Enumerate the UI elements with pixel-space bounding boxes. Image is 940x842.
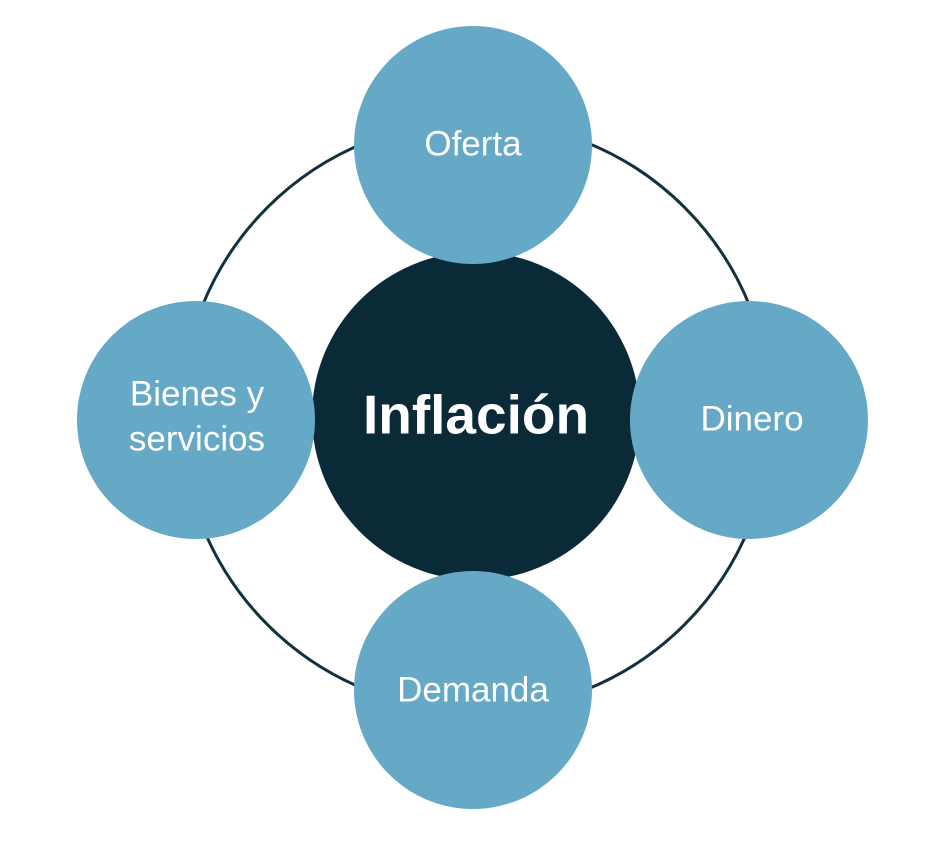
satellite-node-demanda[interactable]: Demanda — [354, 571, 592, 809]
satellite-circle-demanda — [354, 571, 592, 809]
satellite-label-dinero: Dinero — [700, 399, 803, 438]
satellite-node-dinero[interactable]: Dinero — [630, 301, 868, 539]
satellite-label-bienes-line1: Bienes y — [130, 374, 265, 413]
satellite-circle-bienes-y-servicios — [77, 301, 315, 539]
satellite-circle-dinero — [630, 301, 868, 539]
satellite-node-oferta[interactable]: Oferta — [354, 26, 592, 264]
hub-label: Inflación — [363, 384, 589, 446]
satellite-label-oferta: Oferta — [424, 124, 522, 163]
satellite-label-bienes-line2: servicios — [129, 419, 265, 458]
satellite-node-bienes-y-servicios[interactable]: Bienes y servicios — [77, 301, 315, 539]
satellite-circle-oferta — [354, 26, 592, 264]
hub-node-inflacion[interactable]: Inflación — [312, 252, 640, 580]
satellite-label-demanda: Demanda — [397, 670, 549, 709]
hub-circle — [312, 252, 640, 580]
